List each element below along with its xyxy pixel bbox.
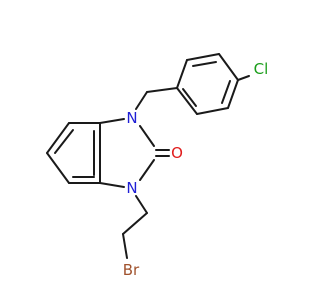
background <box>0 0 300 300</box>
bond <box>176 87 198 115</box>
bond <box>46 152 70 184</box>
double-bond-inner <box>221 80 231 104</box>
bond <box>139 125 155 147</box>
bromine-atom: Br <box>123 261 140 279</box>
molecule-canvas: N N O Cl Br <box>0 0 300 300</box>
imidazolone-ring <box>99 118 170 188</box>
nitrogen-atom-bottom: N <box>126 179 137 197</box>
double-bond-inner <box>192 61 217 67</box>
bond <box>196 107 229 115</box>
bond-to-chlorine <box>237 75 250 81</box>
structure-diagram: N N O Cl Br <box>0 0 300 300</box>
bond <box>135 195 148 214</box>
oxygen-atom: O <box>171 144 183 162</box>
bond <box>122 212 148 235</box>
bond <box>146 87 178 93</box>
bond <box>227 79 239 109</box>
chlorobenzyl-group <box>135 53 250 115</box>
nitrogen-atom-top: N <box>126 109 137 127</box>
bond <box>99 118 125 124</box>
bond <box>186 53 220 61</box>
double-bond-inner <box>54 129 74 154</box>
bond <box>176 59 188 89</box>
bond <box>218 53 239 81</box>
bromoethyl-group <box>122 195 148 259</box>
bond <box>139 159 155 181</box>
fused-benzene-ring <box>46 122 101 184</box>
bond <box>135 91 148 110</box>
double-bond-inner <box>182 88 197 107</box>
bond <box>46 122 70 154</box>
bond <box>99 182 125 188</box>
bond-to-bromine <box>122 233 128 259</box>
chlorine-atom: Cl <box>254 60 269 78</box>
